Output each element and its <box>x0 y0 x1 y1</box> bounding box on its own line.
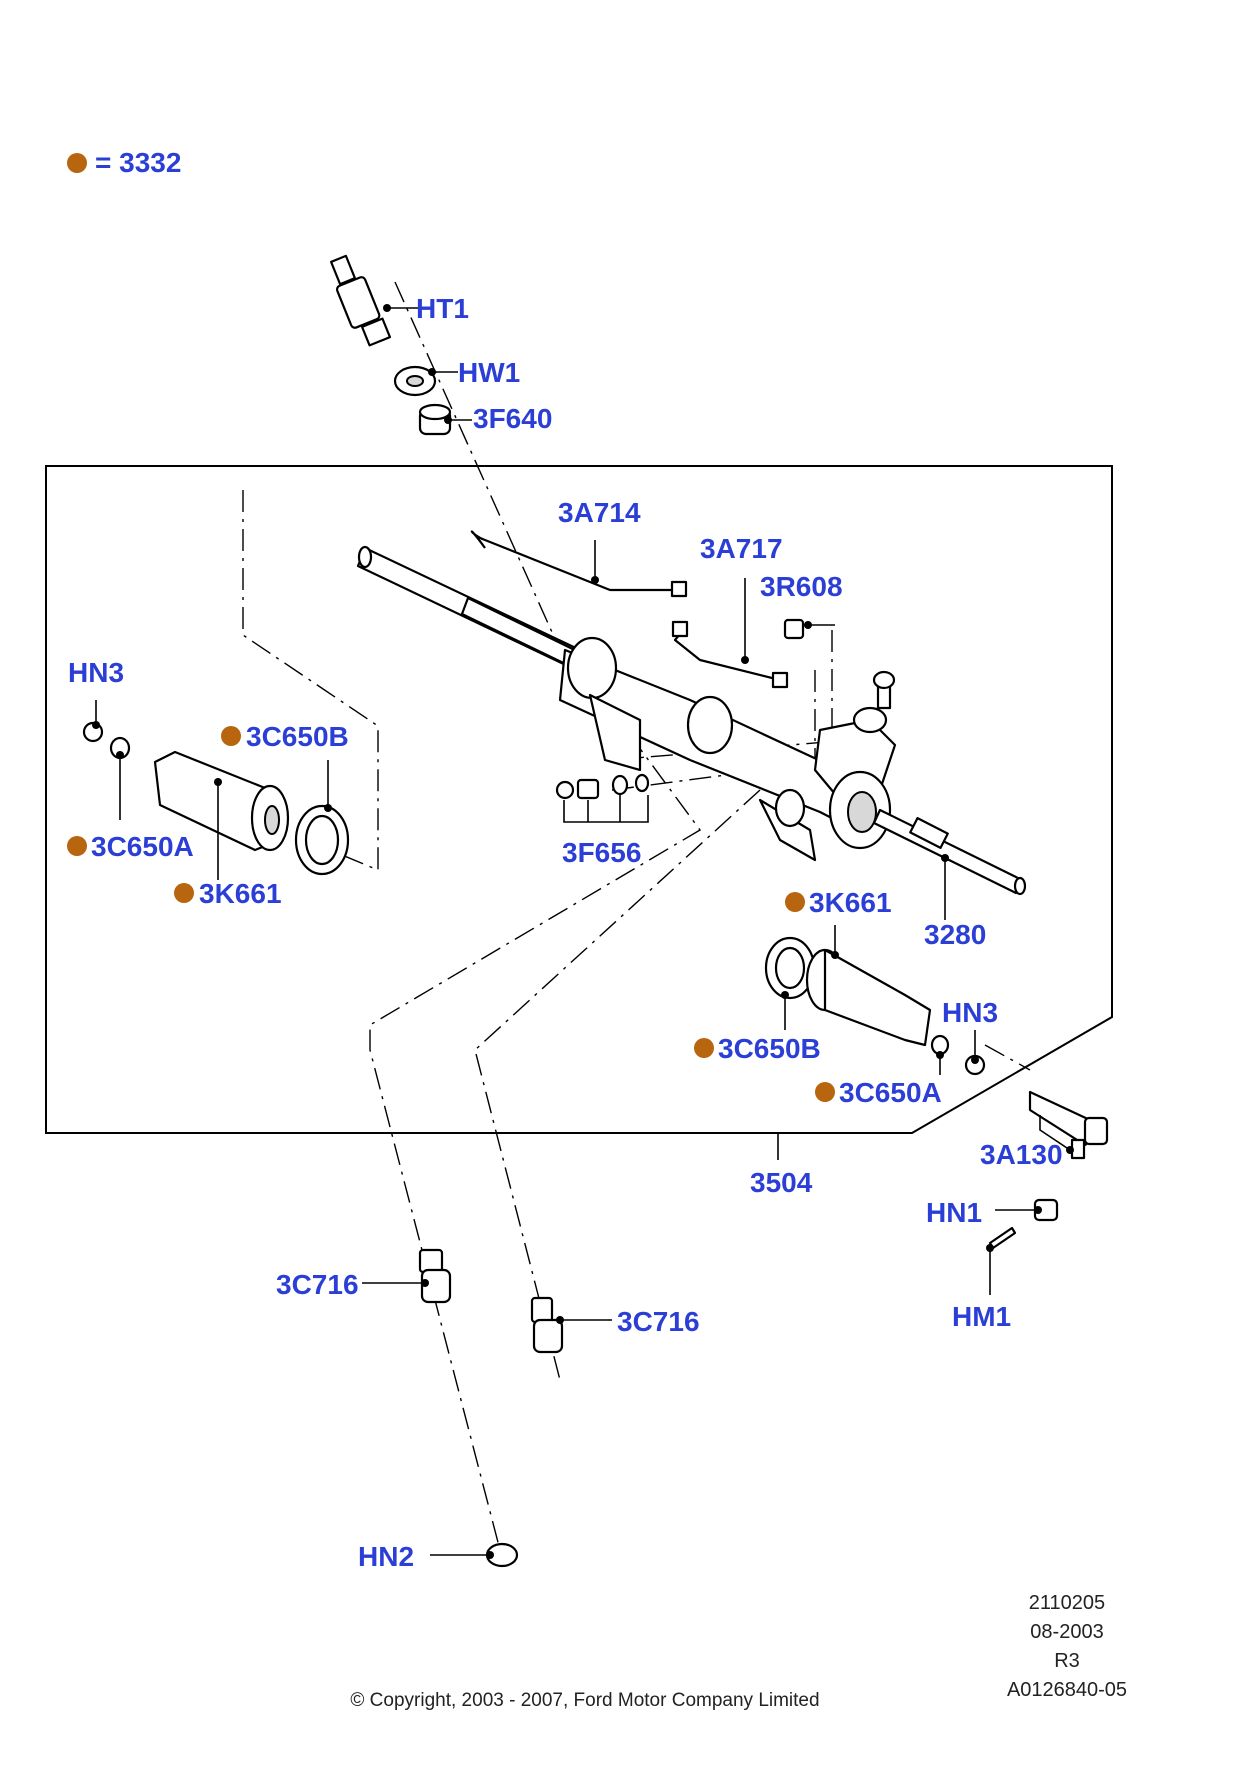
drawing-number: 2110205 <box>1029 1592 1105 1614</box>
3a717-pipe-end-b <box>771 671 789 689</box>
callout-hn2: HN2 <box>358 1541 414 1572</box>
3a130-tie-rod-end-part <box>1028 1090 1109 1160</box>
callout-hn3-left: HN3 <box>68 657 124 688</box>
drawing-info: 2110205 08-2003 R3 A0126840-05 <box>1007 1592 1127 1701</box>
callout-labels: HT1 HW1 3F640 3A714 3A717 3R608 HN3 3C65… <box>68 293 1063 1572</box>
rack-assembly-part <box>356 545 1027 896</box>
callout-ht1: HT1 <box>416 293 469 324</box>
callout-3280: 3280 <box>924 919 986 950</box>
callout-3a130: 3A130 <box>980 1139 1063 1170</box>
3r608-plug-part <box>783 618 805 640</box>
callout-3c650a-left: 3C650A <box>91 831 194 862</box>
marker-dot-3c650a-right <box>815 1082 835 1102</box>
alignment-lines <box>242 281 1031 1551</box>
marker-dot-3c650b-left <box>221 726 241 746</box>
right-3c650b-clamp-part <box>764 936 816 1000</box>
3a714-pipe-end <box>670 580 688 598</box>
callout-3k661-right: 3K661 <box>809 887 892 918</box>
callout-3c650b-right: 3C650B <box>718 1033 821 1064</box>
callout-hw1: HW1 <box>458 357 520 388</box>
assembly-frame <box>45 465 1113 1134</box>
callout-3a714: 3A714 <box>558 497 641 528</box>
callout-3a717: 3A717 <box>700 533 783 564</box>
marker-dot-3c650b-right <box>694 1038 714 1058</box>
callout-3c650a-right: 3C650A <box>839 1077 942 1108</box>
callout-3k661-left: 3K661 <box>199 878 282 909</box>
right-3k661-bellows-part <box>805 948 932 1047</box>
marker-dot-3c650a-left <box>67 836 87 856</box>
leader-lines <box>92 304 1074 1559</box>
copyright-text: © Copyright, 2003 - 2007, Ford Motor Com… <box>350 1690 819 1711</box>
3f656-fittings-part <box>555 773 650 800</box>
callout-3f656: 3F656 <box>562 837 641 868</box>
callout-hm1: HM1 <box>952 1301 1011 1332</box>
callout-3c716-left: 3C716 <box>276 1269 359 1300</box>
legend-marker-dot <box>67 153 87 173</box>
callout-hn1: HN1 <box>926 1197 982 1228</box>
3a717-pipe-end-a <box>671 620 689 638</box>
callout-3c650b-left: 3C650B <box>246 721 349 752</box>
service-kit-markers <box>67 726 835 1102</box>
drawing-id: A0126840-05 <box>1007 1679 1127 1701</box>
drawing-revision: R3 <box>1054 1650 1080 1672</box>
hw1-washer-part <box>393 365 437 397</box>
marker-dot-3k661-right <box>785 892 805 912</box>
legend-text: = 3332 <box>95 147 181 178</box>
ht1-fitting-part <box>329 254 392 347</box>
3a717-pipe-part <box>673 627 781 682</box>
left-3c650b-clamp-part <box>294 804 350 876</box>
drawing-date: 08-2003 <box>1030 1621 1103 1643</box>
callout-hn3-right: HN3 <box>942 997 998 1028</box>
hm1-pin-part <box>988 1226 1017 1250</box>
callout-3c716-right: 3C716 <box>617 1306 700 1337</box>
left-3c716-bushing-part <box>418 1248 452 1304</box>
right-3c716-bushing-part <box>530 1296 564 1354</box>
callout-3r608: 3R608 <box>760 571 843 602</box>
3a714-pipe-part <box>470 530 680 592</box>
callout-3504: 3504 <box>750 1167 813 1198</box>
callout-3f640: 3F640 <box>473 403 552 434</box>
marker-dot-3k661-left <box>174 883 194 903</box>
